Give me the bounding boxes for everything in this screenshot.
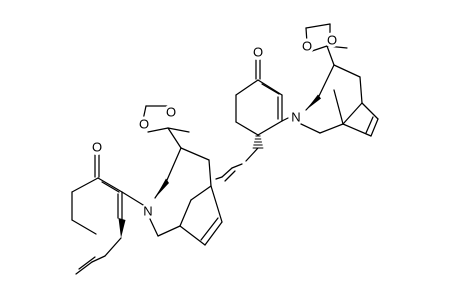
molecule-2-dioxolane-oxygen-1-label: O xyxy=(302,39,312,54)
molecule-2-allyl-hash-bond xyxy=(252,135,264,149)
molecule-1-bridgehead-wedge-bond xyxy=(155,178,169,198)
molecule-1-dioxolane-oxygen-2-label: O xyxy=(166,105,176,120)
molecule-2-amine-nitrogen-label: N xyxy=(291,110,300,125)
molecule-2-ketone-oxygen-label: O xyxy=(253,45,263,60)
molecule-1-allyl-wedge-bond xyxy=(118,218,126,238)
molecule-lower-left: O N O O xyxy=(71,104,223,275)
molecule-2-stereo-bonds xyxy=(252,94,321,149)
molecule-1-dioxolane-oxygen-1-label: O xyxy=(139,117,149,132)
molecule-1-atom-labels: O N O O xyxy=(89,104,179,219)
molecule-1-ketone-oxygen-label: O xyxy=(92,140,102,155)
molecule-2-atom-labels: O N O O xyxy=(250,32,340,125)
molecule-2-bridgehead-wedge-bond xyxy=(306,94,321,110)
molecule-1-bonds xyxy=(71,105,223,275)
molecule-upper-right: O N O O xyxy=(215,23,379,182)
molecule-2-dioxolane-oxygen-2-label: O xyxy=(327,33,337,48)
molecule-1-stereo-bonds xyxy=(118,178,169,238)
molecule-2-bonds xyxy=(215,23,379,182)
molecule-1-amine-nitrogen-label: N xyxy=(143,204,152,219)
